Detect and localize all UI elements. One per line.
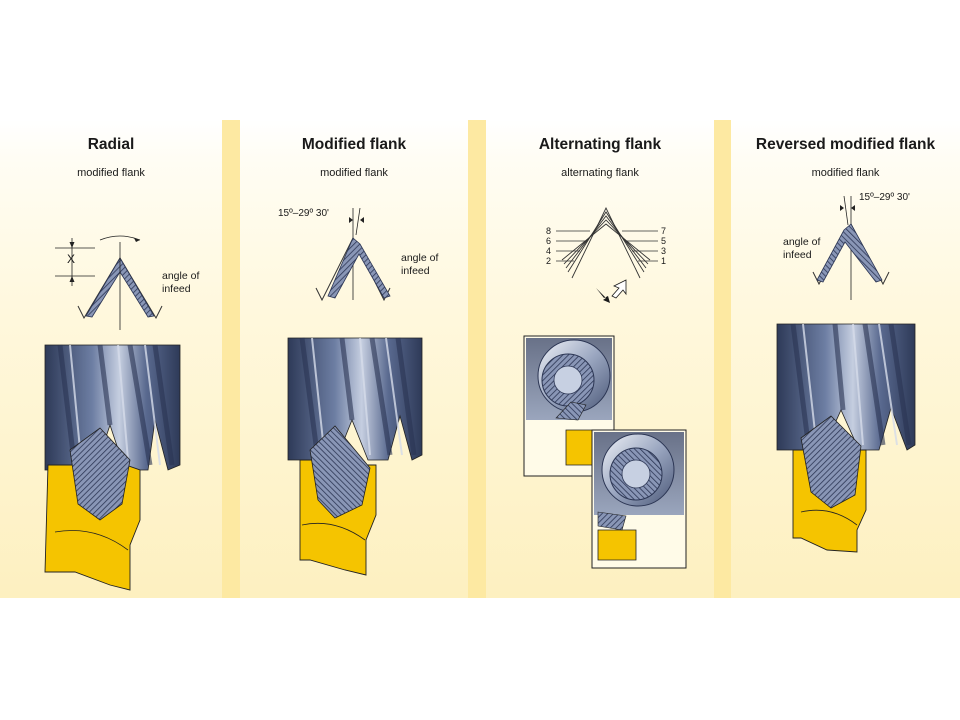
angle-of-infeed-line2: infeed	[401, 265, 430, 277]
panel-reversed-modified-flank: Reversed modified flank modified flank 1…	[731, 120, 960, 598]
pass-number-right: 1	[661, 256, 667, 266]
panel-modified-flank: Modified flank modified flank 15º–29º 30…	[240, 120, 468, 598]
angle-of-infeed-line1: angle of	[162, 270, 200, 282]
panel-title: Alternating flank	[538, 136, 662, 153]
angle-of-infeed-line2: infeed	[783, 249, 812, 261]
panel-title: Modified flank	[301, 136, 407, 153]
pass-number-right: 7	[661, 226, 667, 236]
x-dimension-label: X	[67, 252, 76, 266]
pass-number-left: 8	[546, 226, 552, 236]
panel-subtitle: modified flank	[320, 167, 388, 179]
angle-range-label: 15º–29º 30'	[859, 192, 910, 203]
alternating-flank-diagram	[523, 206, 687, 569]
angle-range-label: 15º–29º 30'	[278, 208, 329, 219]
reversed-modified-flank-diagram	[776, 195, 916, 553]
angle-of-infeed-line1: angle of	[783, 236, 821, 248]
panel-subtitle: modified flank	[77, 167, 145, 179]
pass-number-left: 2	[546, 256, 552, 266]
panel-title: Radial	[87, 136, 135, 153]
modified-flank-diagram	[287, 207, 423, 576]
pass-number-left: 4	[546, 246, 552, 256]
pass-number-right: 3	[661, 246, 667, 256]
panel-subtitle: alternating flank	[561, 167, 639, 179]
radial-infeed-diagram	[44, 235, 181, 591]
pass-number-right: 5	[661, 236, 667, 246]
angle-of-infeed-line2: infeed	[162, 283, 191, 295]
panel-alternating-flank: Alternating flank alternating flank	[486, 120, 714, 598]
panel-radial: Radial modified flank X angle of infeed	[0, 120, 222, 598]
panel-subtitle: modified flank	[811, 167, 880, 179]
angle-of-infeed-line1: angle of	[401, 252, 439, 264]
panel-title: Reversed modified flank	[755, 136, 936, 153]
pass-number-left: 6	[546, 236, 552, 246]
